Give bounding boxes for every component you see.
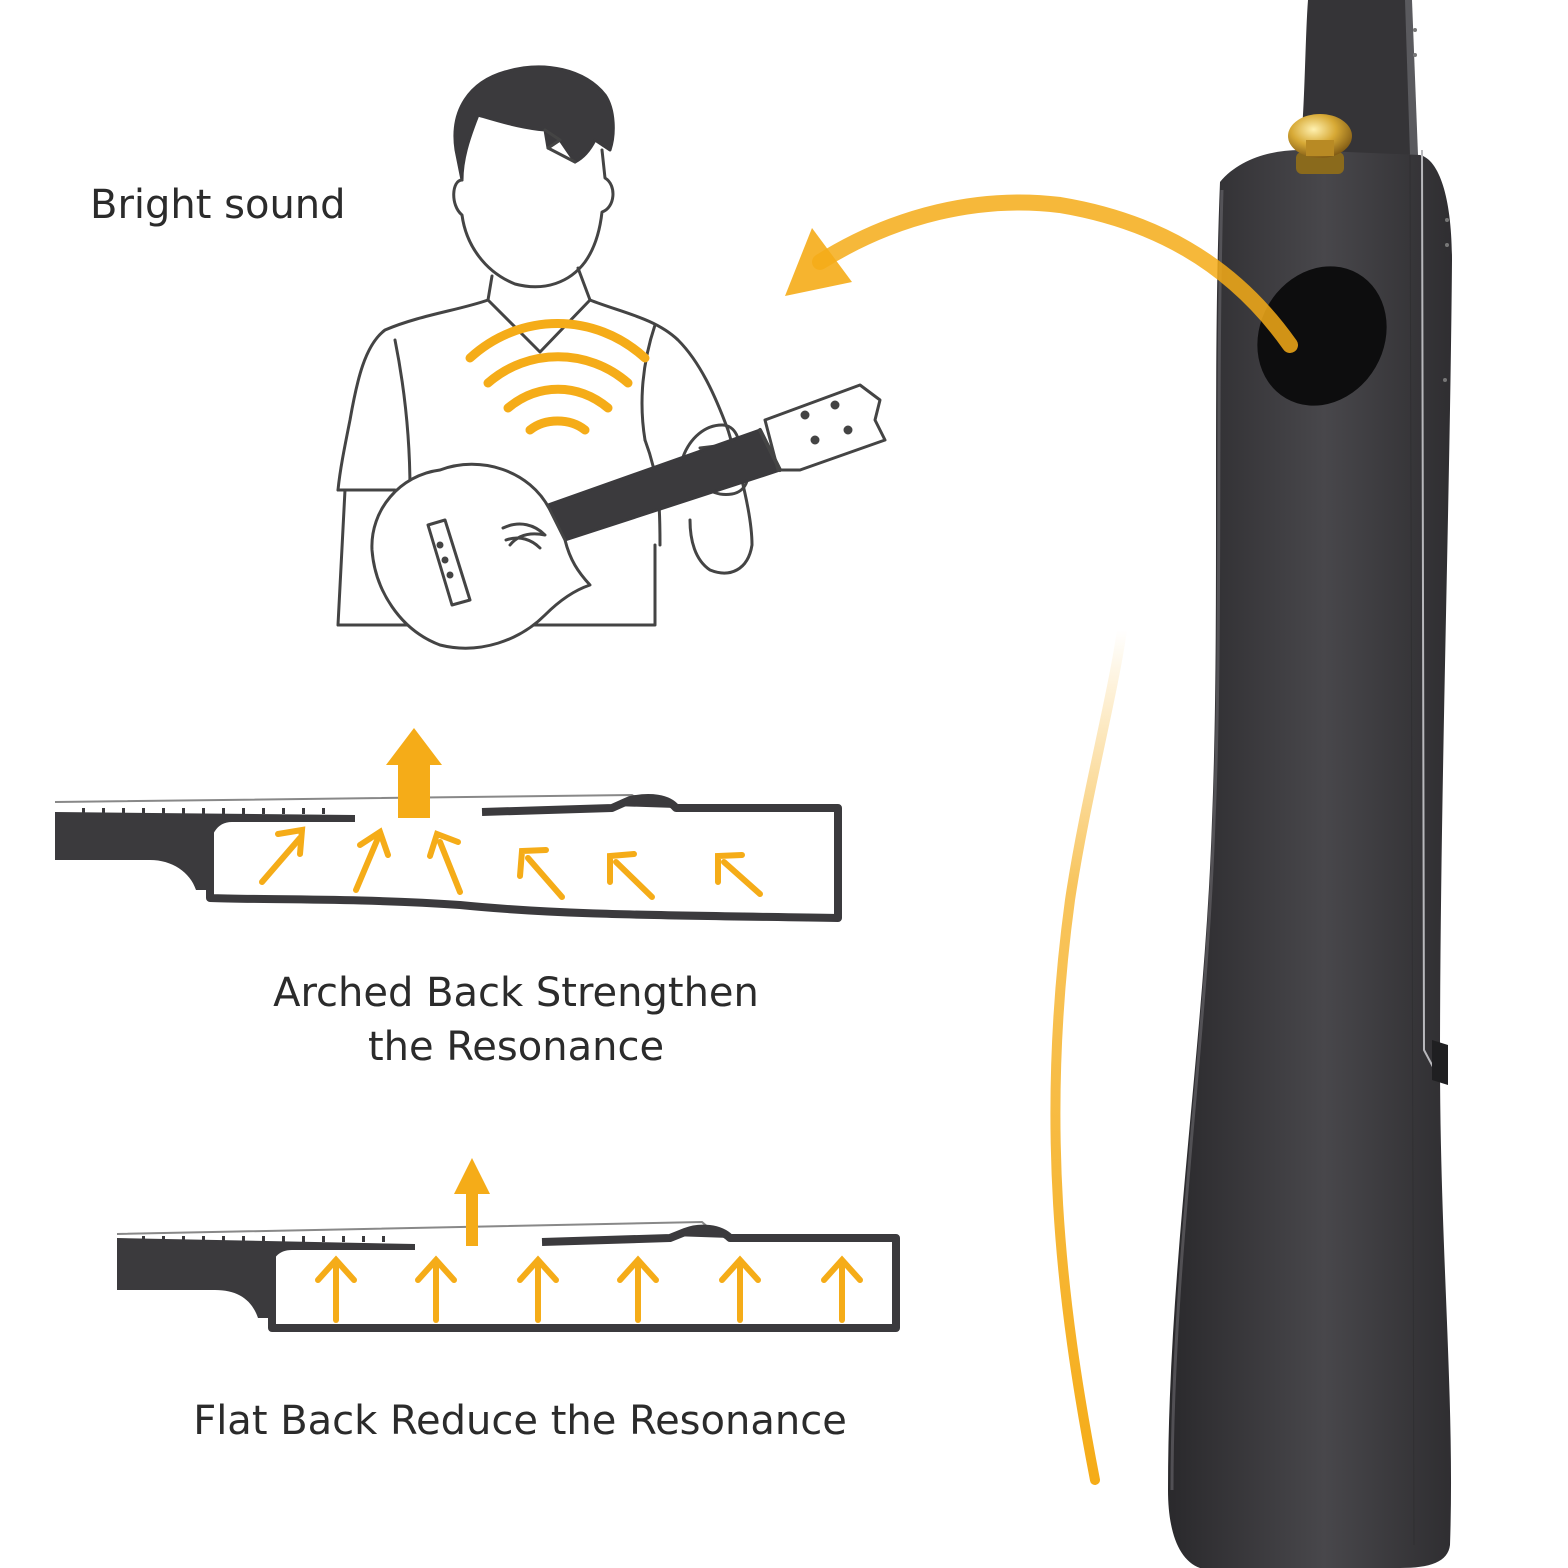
- sound-waves-icon: [465, 319, 650, 435]
- arched-back-caption-line1: Arched Back Strengthen: [273, 970, 759, 1016]
- bright-sound-label: Bright sound: [90, 182, 346, 228]
- person-hair-icon: [453, 65, 615, 182]
- arched-back-diagram: [54, 728, 842, 922]
- ukulele-side-view: [1168, 0, 1452, 1568]
- arched-back-caption: Arched Back Strengthen the Resonance: [216, 966, 816, 1074]
- arrow-up-icon: [454, 1158, 490, 1246]
- resonance-flow-arrow: [785, 194, 1298, 353]
- flat-back-caption: Flat Back Reduce the Resonance: [193, 1398, 847, 1444]
- strap-button-icon: [1288, 114, 1352, 174]
- arched-back-caption-line2: the Resonance: [367, 1024, 665, 1070]
- arrow-up-icon: [259, 826, 763, 900]
- vertical-accent-curve: [1050, 625, 1127, 1485]
- arrow-up-icon: [386, 728, 442, 818]
- flat-back-diagram: [116, 1158, 900, 1332]
- arrow-up-icon: [315, 1255, 863, 1323]
- person-playing-ukulele-icon: [336, 65, 887, 650]
